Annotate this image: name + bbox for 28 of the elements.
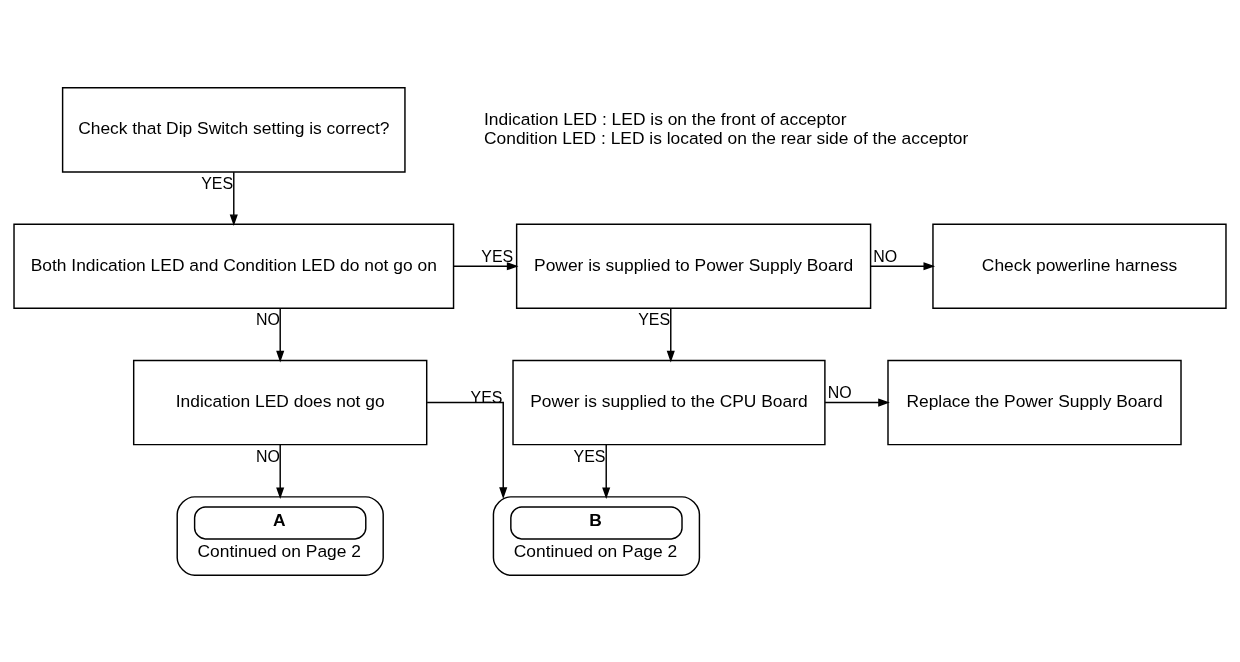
- node-box: Check powerline harness: [932, 222, 1227, 309]
- arrow: [870, 261, 936, 270]
- edge-label: YES: [481, 247, 514, 265]
- arrow: [452, 261, 519, 270]
- arrow: [824, 398, 890, 407]
- arrow: [602, 443, 611, 499]
- arrow: [276, 443, 285, 499]
- edge-label: NO: [827, 383, 852, 401]
- label: Indication LED : LED is on the front of acceptor: [484, 108, 847, 129]
- arrow: [276, 307, 285, 362]
- node-box: Indication LED does not go: [132, 359, 428, 445]
- edge-label: YES: [638, 310, 671, 328]
- edge-label: NO: [873, 247, 898, 265]
- node-box: Replace the Power Supply Board: [887, 359, 1182, 445]
- node-box: B Continued on Page 2: [492, 495, 701, 576]
- arrow: [666, 307, 675, 362]
- node-box: Power is supplied to the CPU Board: [512, 359, 826, 445]
- node-box: A Continued on Page 2: [176, 495, 384, 576]
- edge-label: NO: [255, 310, 280, 328]
- node-box: Both Indication LED and Condition LED do not go on: [13, 222, 455, 309]
- arrow: [426, 401, 508, 499]
- node-box: Check that Dip Switch setting is correct?: [61, 86, 406, 173]
- node-box: Power is supplied to Power Supply Board: [515, 222, 872, 309]
- edge-label: YES: [201, 174, 234, 192]
- edge-label: NO: [255, 447, 280, 465]
- label: Condition LED : LED is located on the rear side of the acceptor: [484, 127, 969, 148]
- edge-label: YES: [573, 447, 606, 465]
- arrow: [229, 171, 238, 226]
